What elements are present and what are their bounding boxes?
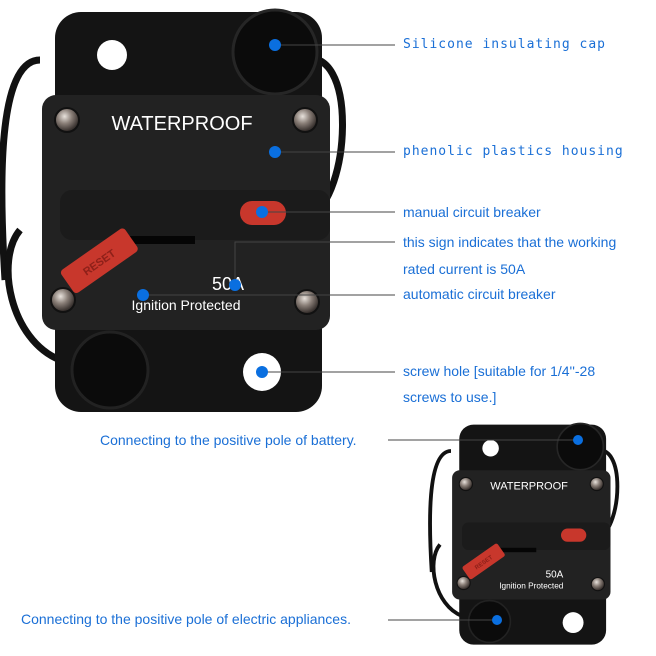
label-manual-breaker: manual circuit breaker (403, 204, 541, 220)
label-appliance-connection: Connecting to the positive pole of elect… (21, 611, 351, 627)
label-battery-connection: Connecting to the positive pole of batte… (100, 432, 357, 448)
small-breaker-image (428, 421, 620, 647)
label-rated-current-line2: rated current is 50A (403, 261, 526, 277)
main-breaker-text: RESET WATERPROOF 50A Ignition Protected (81, 113, 252, 313)
marker-dots (137, 39, 583, 625)
label-screw-hole-line1: screw hole [suitable for 1/4''-28 (403, 363, 596, 379)
label-screw-hole-line2: screws to use.] (403, 389, 497, 405)
label-automatic-breaker: automatic circuit breaker (403, 286, 556, 302)
main-breaker-image (2, 10, 343, 412)
ignition-protected-text: Ignition Protected (132, 297, 241, 313)
small-ignition-protected-text: Ignition Protected (499, 582, 564, 591)
label-housing: phenolic plastics housing (403, 144, 624, 159)
leader-lines (143, 44, 578, 621)
label-silicone-cap: Silicone insulating cap (403, 37, 607, 52)
small-rating-text: 50A (546, 570, 564, 581)
label-rated-current-line1: this sign indicates that the working (403, 234, 617, 250)
small-breaker: RESET WATERPROOF 50A Ignition Protected (428, 421, 620, 647)
small-waterproof-text: WATERPROOF (490, 481, 568, 493)
waterproof-text: WATERPROOF (111, 113, 252, 135)
